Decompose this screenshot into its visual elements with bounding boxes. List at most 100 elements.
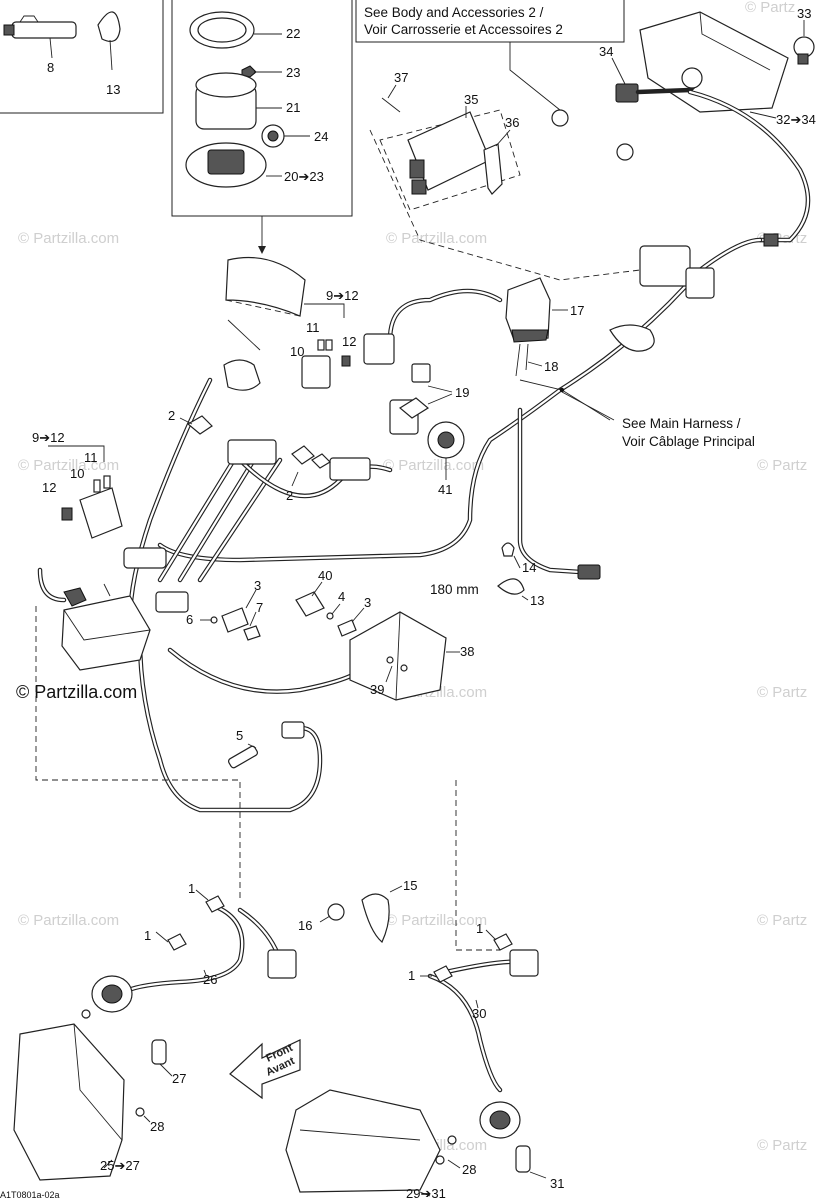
callout-16: 16 [298, 918, 312, 933]
bracket-36 [483, 143, 503, 195]
watermark: © Partzilla.com [383, 457, 484, 474]
callout-12: 12 [342, 334, 356, 349]
clip-15: 15 16 [298, 878, 417, 943]
callout-34: 34 [599, 44, 613, 59]
callout-28: 28 [150, 1119, 164, 1134]
watermark: © Partzilla.com [18, 457, 119, 474]
tube-nozzle [3, 24, 15, 36]
relay-40 [295, 591, 325, 617]
watermark: © Partzilla.com [386, 912, 487, 929]
callout-22: 22 [286, 26, 300, 41]
callout-17: 17 [570, 303, 584, 318]
fuse-box [35, 567, 241, 900]
clip-14-tie-13: 14 180 mm 13 [430, 542, 544, 608]
harness-26: 1 1 26 [117, 881, 297, 998]
callout-41: 41 [438, 482, 452, 497]
tail-light-housing [639, 11, 789, 113]
watermark-bold: © Partzilla.com [16, 682, 137, 702]
callout-40: 40 [318, 568, 332, 583]
sealant-tube [11, 21, 77, 39]
callout-30: 30 [472, 1006, 486, 1021]
headlamp-left: 27 28 25➔27 [13, 975, 186, 1181]
front-arrow-shape [229, 1039, 301, 1100]
callout-4: 4 [338, 589, 345, 604]
switch-17-body [505, 277, 551, 341]
callout-33: 33 [797, 6, 811, 21]
drawing-code: A1T0801a-02a [0, 1190, 60, 1200]
callout-2: 2 [168, 408, 175, 423]
callout-36: 36 [505, 115, 519, 130]
note-main-line2: Voir Câblage Principal [622, 434, 755, 449]
callout-23: 23 [286, 65, 300, 80]
callout-6: 6 [186, 612, 193, 627]
watermark: © Partz [757, 457, 807, 474]
callout-27: 27 [172, 1071, 186, 1086]
callout-29-31: 29➔31 [406, 1186, 446, 1200]
inset-gauge: 22 23 21 24 20➔23 [171, 0, 353, 254]
callout-1: 1 [188, 881, 195, 896]
control-module: 37 35 36 [379, 70, 521, 211]
switch-17: 17 18 [505, 277, 584, 377]
connector-34 [615, 83, 639, 103]
inset-frame [0, 0, 164, 114]
callout-12: 12 [42, 480, 56, 495]
callout-24: 24 [314, 129, 328, 144]
clips-2: 2 2 [168, 408, 331, 503]
callout-26: 26 [203, 972, 217, 987]
watermark: © Partz [757, 684, 807, 701]
callout-1: 1 [144, 928, 151, 943]
headlamp-right-housing [285, 1089, 441, 1193]
callout-38: 38 [460, 644, 474, 659]
watermark: © Partzilla.com [18, 912, 119, 929]
callout-3: 3 [254, 578, 261, 593]
length-180mm: 180 mm [430, 582, 479, 597]
callout-18: 18 [544, 359, 558, 374]
callout-1: 1 [408, 968, 415, 983]
callout-15: 15 [403, 878, 417, 893]
callout-7: 7 [256, 600, 263, 615]
watermark: © Partzilla.com [386, 230, 487, 247]
callout-13: 13 [530, 593, 544, 608]
callout-39: 39 [370, 682, 384, 697]
socket-41: 19 41 [398, 363, 469, 497]
fuse-group-left: 9➔12 11 10 12 [32, 430, 123, 539]
callout-8: 8 [47, 60, 54, 75]
watermark: © Partz [757, 1137, 807, 1154]
callout-13: 13 [106, 82, 120, 97]
callout-20-23: 20➔23 [284, 169, 324, 184]
note-body-accessories: See Body and Accessories 2 / Voir Carros… [355, 0, 625, 111]
harness-rear-branch [557, 89, 811, 393]
gauge-clip [241, 65, 257, 78]
headlamp-left-housing [13, 1023, 125, 1181]
fuse-group-upper: 9➔12 11 10 12 [290, 288, 359, 367]
clip-15-body [361, 893, 390, 943]
callout-37: 37 [394, 70, 408, 85]
note-body-line2: Voir Carrosserie et Accessoires 2 [364, 22, 563, 37]
callout-2: 2 [286, 488, 293, 503]
callout-5: 5 [236, 728, 243, 743]
bracket-38: 38 39 [349, 611, 474, 701]
inset-sealant-tie: 8 13 [0, 0, 164, 114]
headlamp-right: 31 28 29➔31 [285, 1089, 564, 1200]
cable-tie [97, 11, 121, 42]
watermark: © Partz [745, 0, 795, 16]
callout-3: 3 [364, 595, 371, 610]
callout-9-12: 9➔12 [32, 430, 65, 445]
front-direction-arrow: Front Avant [229, 1039, 301, 1100]
note-main-line1: See Main Harness / [622, 416, 741, 431]
callout-11: 11 [84, 450, 98, 465]
watermark: © Partzilla.com [18, 230, 119, 247]
tail-light: 34 33 32➔34 [369, 6, 816, 281]
sensor-5: 5 [228, 721, 305, 769]
callout-32-34: 32➔34 [776, 112, 816, 127]
fuse-box-body [61, 595, 151, 671]
note-body-line1: See Body and Accessories 2 / [364, 5, 544, 20]
watermark: © Partz [757, 912, 807, 929]
callout-28: 28 [462, 1162, 476, 1177]
note-frame [355, 0, 625, 43]
callout-1: 1 [476, 921, 483, 936]
callout-10: 10 [70, 466, 84, 481]
harness-30: 1 1 30 [408, 780, 539, 1093]
callout-9-12: 9➔12 [326, 288, 359, 303]
